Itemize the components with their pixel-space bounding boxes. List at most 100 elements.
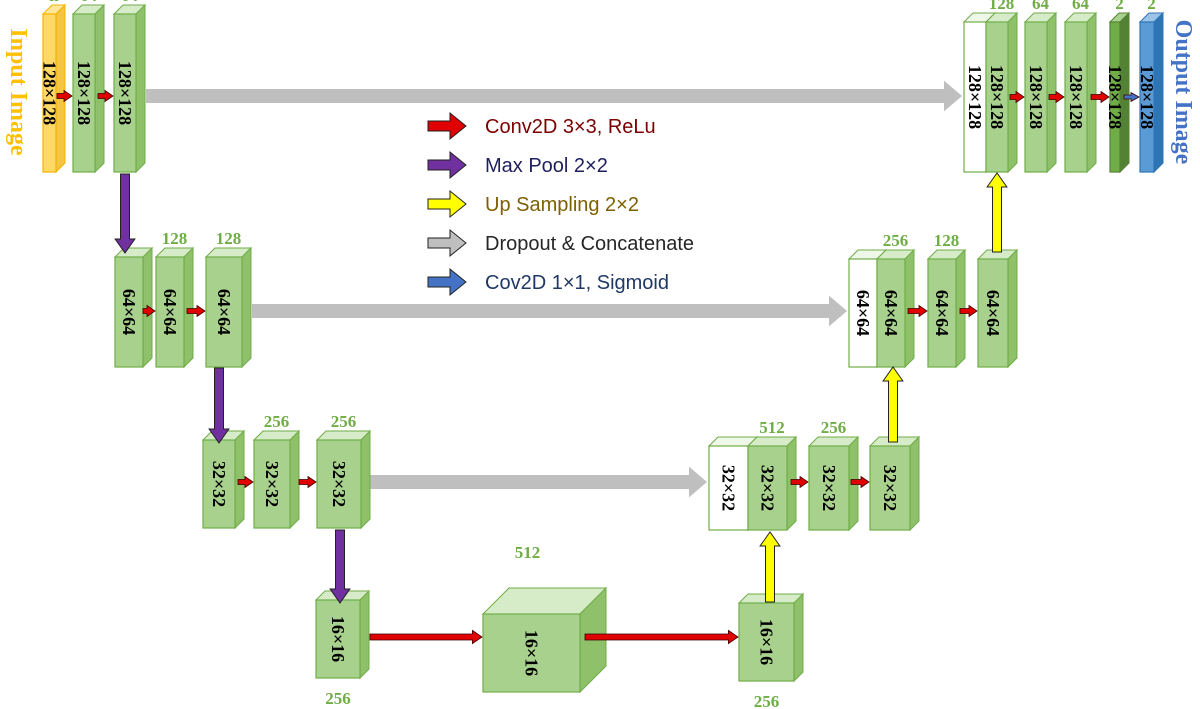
legend-arrow-icon bbox=[427, 267, 467, 297]
block-dim-label: 64×64 bbox=[853, 290, 873, 336]
conv-arrow bbox=[369, 629, 483, 645]
conv-arrow bbox=[186, 304, 206, 318]
block-dim-label: 16×16 bbox=[757, 619, 777, 665]
block-dim-label: 128×128 bbox=[1066, 65, 1086, 129]
legend-arrow-icon bbox=[427, 111, 467, 141]
block-dim-label: 128×128 bbox=[1137, 65, 1157, 129]
block-enc4: 16×16 256 bbox=[314, 589, 371, 708]
legend-item-concat: Dropout & Concatenate bbox=[427, 228, 694, 258]
upsample-arrow bbox=[759, 531, 781, 603]
block-channel-label: 64 bbox=[1072, 0, 1090, 13]
conv-arrow bbox=[907, 304, 928, 318]
block-dec3b: 32×32 256 bbox=[807, 418, 860, 532]
block-enc2b: 64×64 128 bbox=[154, 229, 195, 369]
block-enc3b: 32×32 256 bbox=[252, 412, 301, 530]
block-dim-label: 128×128 bbox=[1105, 65, 1125, 129]
conv-arrow bbox=[1048, 90, 1065, 104]
block-dim-label: 32×32 bbox=[329, 461, 349, 507]
legend-arrow-icon bbox=[427, 150, 467, 180]
block-channel-label: 256 bbox=[325, 689, 351, 708]
conv-arrow bbox=[142, 304, 156, 318]
skip-arrow-level3 bbox=[370, 466, 707, 498]
conv-arrow bbox=[237, 475, 254, 489]
block-dim-label: 64×64 bbox=[119, 289, 139, 335]
block-final: 128×128 2 bbox=[1105, 0, 1131, 174]
legend-item-up: Up Sampling 2×2 bbox=[427, 189, 639, 219]
block-channel-label: 512 bbox=[759, 418, 785, 437]
block-channel-label: 256 bbox=[883, 231, 909, 250]
legend-label: Conv2D 3×3, ReLu bbox=[485, 116, 656, 138]
pool-arrow bbox=[329, 529, 351, 604]
block-channel-label: 512 bbox=[515, 543, 541, 562]
block-enc3a: 32×32 bbox=[201, 429, 246, 530]
block-channel-label: 256 bbox=[821, 418, 847, 437]
legend-item-pool: Max Pool 2×2 bbox=[427, 150, 608, 180]
output-image-label: Output Image bbox=[1170, 20, 1196, 165]
block-dim-label: 64×64 bbox=[932, 290, 952, 336]
block-dec2c: 64×64 bbox=[976, 248, 1019, 369]
block-dim-label: 128×128 bbox=[115, 61, 135, 125]
conv-arrow bbox=[298, 475, 317, 489]
block-channel-label: 2 bbox=[1115, 0, 1124, 13]
skip-arrow-level1 bbox=[146, 80, 962, 112]
conv-arrow bbox=[850, 475, 870, 489]
legend-label: Cov2D 1×1, Sigmoid bbox=[485, 272, 669, 294]
block-channel-label: 2 bbox=[1147, 0, 1156, 13]
block-bottleneck: 16×16 512 bbox=[481, 543, 608, 694]
input-image-label: Input Image bbox=[5, 28, 31, 156]
legend-item-sigmoid: Cov2D 1×1, Sigmoid bbox=[427, 267, 669, 297]
block-dim-label: 32×32 bbox=[262, 461, 282, 507]
sigmoid-arrow bbox=[1123, 91, 1140, 103]
block-input: 128×128 n bbox=[40, 0, 67, 174]
block-dim-label: 32×32 bbox=[758, 465, 778, 511]
block-dim-label: 64×64 bbox=[881, 290, 901, 336]
block-dim-label: 16×16 bbox=[328, 616, 348, 662]
block-dim-label: 32×32 bbox=[819, 465, 839, 511]
block-dim-label: 32×32 bbox=[880, 465, 900, 511]
block-dim-label: 64×64 bbox=[160, 289, 180, 335]
block-dec3a: 32×32 512 bbox=[746, 418, 798, 532]
block-channel-label: 128 bbox=[989, 0, 1015, 13]
conv-arrow bbox=[1009, 90, 1025, 104]
pool-arrow bbox=[208, 367, 230, 444]
block-channel-label: 256 bbox=[264, 412, 290, 431]
block-dim-label: 128×128 bbox=[1026, 65, 1046, 129]
block-dec1c: 128×128 64 bbox=[1063, 0, 1098, 174]
block-channel-label: 128 bbox=[162, 229, 188, 248]
block-channel-label: 256 bbox=[331, 412, 357, 431]
conv-arrow bbox=[959, 304, 978, 318]
legend-label: Max Pool 2×2 bbox=[485, 155, 608, 177]
upsample-arrow bbox=[986, 172, 1008, 253]
block-dim-label: 128×128 bbox=[965, 65, 985, 129]
conv-arrow bbox=[584, 629, 739, 645]
block-dim-label: 32×32 bbox=[719, 465, 739, 511]
block-dec4: 16×16 256 bbox=[737, 592, 805, 709]
legend-arrow-icon bbox=[427, 189, 467, 219]
block-channel-label: n bbox=[49, 0, 59, 5]
legend-label: Up Sampling 2×2 bbox=[485, 194, 639, 216]
block-enc2a: 64×64 bbox=[113, 246, 154, 369]
block-channel-label: 256 bbox=[754, 692, 780, 709]
conv-arrow bbox=[97, 89, 114, 103]
block-dim-label: 64×64 bbox=[214, 289, 234, 335]
block-dim-label: 128×128 bbox=[987, 65, 1007, 129]
block-dim-label: 64×64 bbox=[983, 290, 1003, 336]
skip-arrow-level2 bbox=[252, 295, 847, 327]
conv-arrow bbox=[1090, 90, 1110, 104]
block-enc1b: 128×128 64 bbox=[112, 0, 147, 174]
legend-item-conv: Conv2D 3×3, ReLu bbox=[427, 111, 656, 141]
block-dec1a: 128×128 128 bbox=[984, 0, 1019, 174]
block-channel-label: 64 bbox=[121, 0, 139, 5]
block-dim-label: 128×128 bbox=[74, 61, 94, 125]
block-enc3c: 32×32 256 bbox=[315, 412, 372, 530]
block-output: 128×128 2 bbox=[1137, 0, 1165, 174]
block-dim-label: 128×128 bbox=[40, 61, 60, 125]
conv-arrow bbox=[790, 475, 809, 489]
block-dim-label: 16×16 bbox=[522, 630, 542, 676]
